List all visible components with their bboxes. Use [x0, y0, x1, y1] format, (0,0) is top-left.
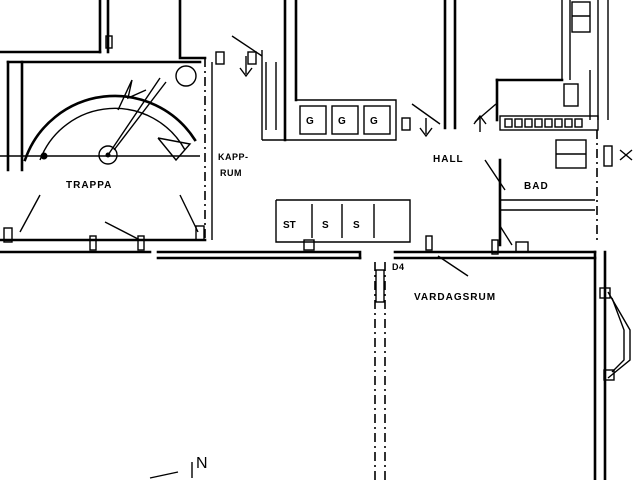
door-swings	[19, 35, 513, 277]
wall-ticks	[3, 35, 615, 381]
lower-cabinet-label: S	[353, 220, 360, 231]
upper-cabinet-label: G	[370, 116, 378, 127]
bathroom-fixtures	[499, 1, 613, 169]
compass-label: N	[196, 455, 208, 472]
room-label-kapprum-2: RUM	[220, 168, 242, 178]
stair-symbol	[0, 65, 200, 165]
room-label-vardagsrum: VARDAGSRUM	[414, 292, 496, 303]
upper-cabinet-label: G	[338, 116, 346, 127]
room-label-kapprum-1: KAPP-	[218, 152, 249, 162]
compass-icon	[149, 462, 193, 479]
lower-cabinets	[311, 204, 375, 238]
room-label-trappa: TRAPPA	[66, 180, 112, 191]
upper-cabinet-label: G	[306, 116, 314, 127]
room-label-bad: BAD	[524, 181, 549, 192]
door-label: D4	[392, 262, 405, 272]
arrow-icons	[239, 56, 633, 161]
room-label-hall: HALL	[433, 154, 464, 165]
upper-cabinets	[299, 105, 391, 135]
lower-cabinet-label: S	[322, 220, 329, 231]
lower-cabinet-label: ST	[283, 220, 296, 231]
